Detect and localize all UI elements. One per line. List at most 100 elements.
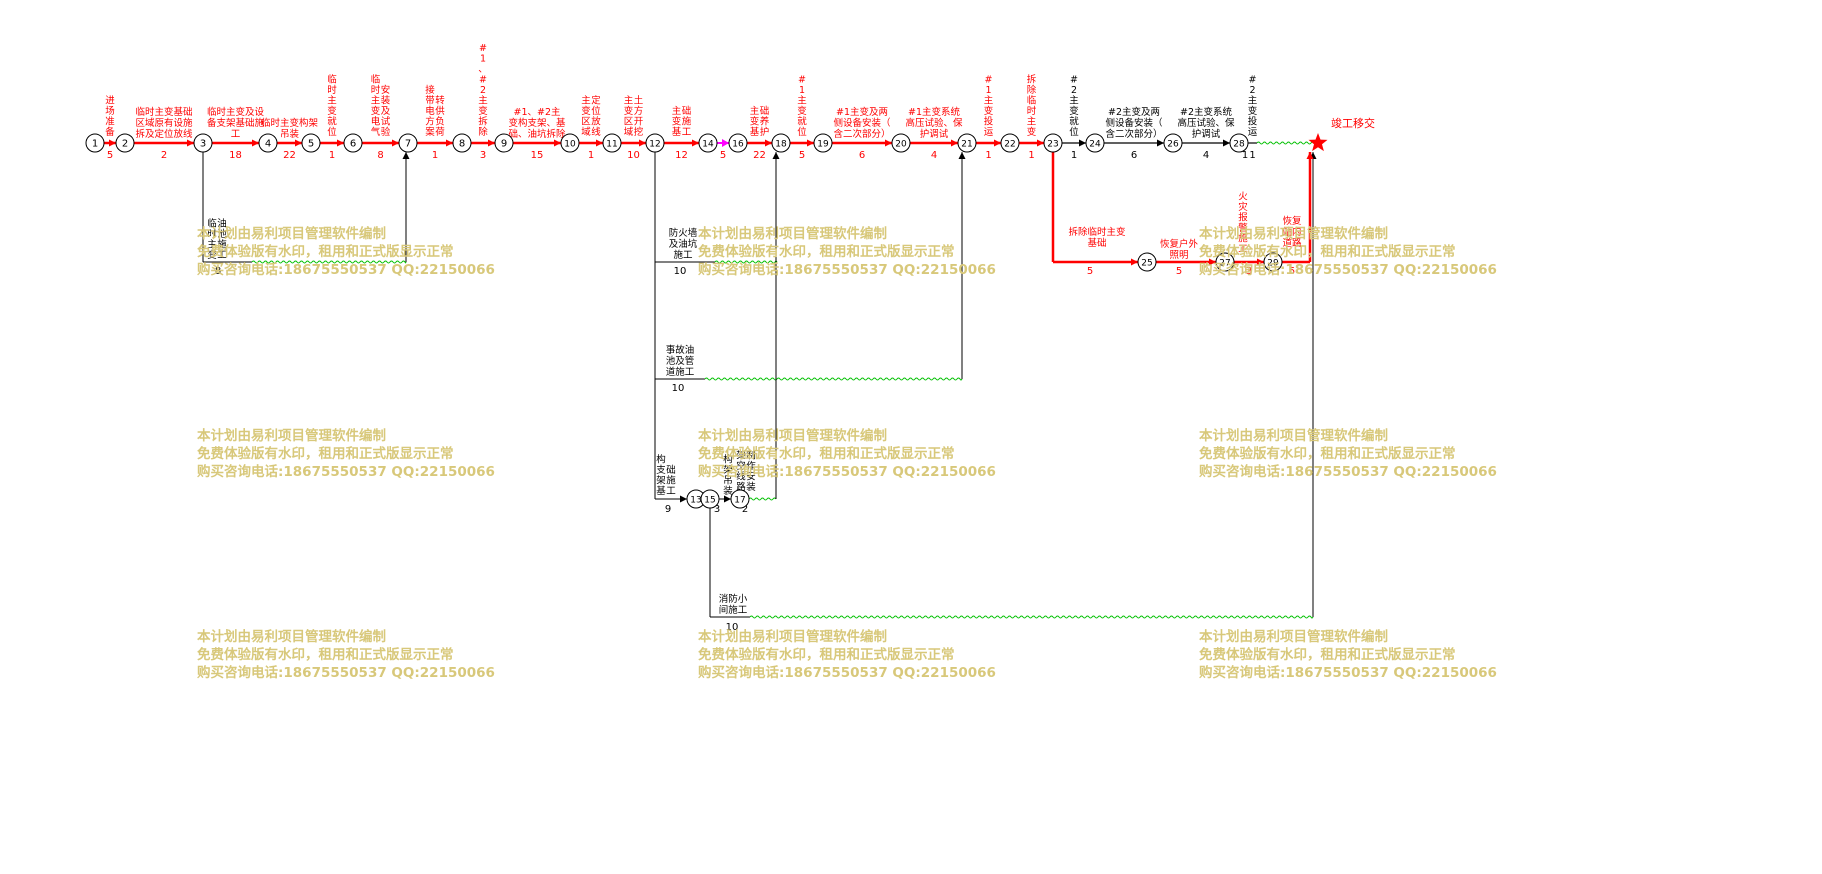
svg-text:临: 临 bbox=[327, 74, 337, 86]
svg-text:准: 准 bbox=[105, 117, 115, 128]
svg-text:6: 6 bbox=[350, 139, 356, 150]
svg-text:区: 区 bbox=[581, 117, 591, 128]
svg-text:及: 及 bbox=[381, 106, 391, 117]
svg-text:#1主变及两: #1主变及两 bbox=[836, 106, 888, 118]
svg-text:23: 23 bbox=[1047, 140, 1058, 150]
svg-text:#1、#2主: #1、#2主 bbox=[513, 106, 560, 118]
svg-text:运: 运 bbox=[1248, 127, 1258, 138]
activity-duration: 1 bbox=[1028, 150, 1034, 161]
svg-text:带: 带 bbox=[425, 96, 435, 107]
svg-text:装: 装 bbox=[381, 95, 391, 107]
node-17[interactable]: 17 bbox=[730, 489, 750, 509]
node-9[interactable]: 9 bbox=[494, 133, 514, 153]
svg-text:消防小: 消防小 bbox=[719, 593, 748, 605]
node-29[interactable]: 29 bbox=[1263, 252, 1283, 272]
node-1[interactable]: 1 bbox=[85, 133, 105, 153]
node-27[interactable]: 27 bbox=[1215, 252, 1235, 272]
watermark-line1: 本计划由易利项目管理软件编制 bbox=[197, 226, 386, 242]
svg-text:基: 基 bbox=[672, 126, 682, 138]
float-line-12-18a bbox=[714, 260, 778, 264]
node-4[interactable]: 4 bbox=[258, 133, 278, 153]
svg-text:区域原有设施: 区域原有设施 bbox=[135, 117, 193, 129]
node-8[interactable]: 8 bbox=[452, 133, 472, 153]
watermark-line3: 购买咨询电话:18675550537 QQ:22150066 bbox=[197, 665, 495, 681]
svg-text:工: 工 bbox=[666, 486, 676, 497]
svg-text:主: 主 bbox=[797, 95, 807, 107]
watermark-line3: 购买咨询电话:18675550537 QQ:22150066 bbox=[698, 665, 996, 681]
svg-text:#: # bbox=[479, 43, 487, 54]
node-19[interactable]: 19 bbox=[813, 133, 833, 153]
svg-text:#: # bbox=[985, 75, 993, 86]
node-14[interactable]: 14 bbox=[698, 133, 718, 153]
float-line-15-end bbox=[749, 615, 1314, 619]
activity-duration: 5 bbox=[1176, 266, 1182, 277]
watermark-line3: 购买咨询电话:18675550537 QQ:22150066 bbox=[197, 262, 495, 278]
svg-text:构: 构 bbox=[723, 454, 733, 466]
node-25[interactable]: 25 bbox=[1137, 252, 1157, 272]
svg-text:9: 9 bbox=[501, 139, 507, 150]
node-28[interactable]: 28 bbox=[1229, 133, 1249, 153]
activity-duration: 4 bbox=[1203, 150, 1209, 161]
node-2[interactable]: 2 bbox=[115, 133, 135, 153]
svg-text:时: 时 bbox=[1027, 105, 1037, 117]
watermark-line1: 本计划由易利项目管理软件编制 bbox=[1199, 428, 1388, 444]
svg-text:2: 2 bbox=[1249, 85, 1255, 96]
svg-text:站内: 站内 bbox=[1282, 226, 1301, 238]
node-20[interactable]: 20 bbox=[891, 133, 911, 153]
activity-duration: 5 bbox=[799, 150, 805, 161]
node-11[interactable]: 11 bbox=[602, 133, 622, 153]
svg-text:开: 开 bbox=[634, 117, 644, 128]
node-7[interactable]: 7 bbox=[398, 133, 418, 153]
activity-duration: 22 bbox=[283, 150, 296, 161]
node-24[interactable]: 24 bbox=[1085, 133, 1105, 153]
activity-duration: 5 bbox=[107, 150, 113, 161]
svg-text:就: 就 bbox=[797, 116, 807, 128]
svg-text:油: 油 bbox=[217, 218, 227, 230]
svg-text:安: 安 bbox=[746, 471, 756, 483]
svg-text:安: 安 bbox=[381, 84, 391, 96]
node-6[interactable]: 6 bbox=[343, 133, 363, 153]
svg-text:临时主变构架: 临时主变构架 bbox=[261, 117, 319, 129]
node-5[interactable]: 5 bbox=[301, 133, 321, 153]
node-3[interactable]: 3 bbox=[193, 133, 213, 153]
node-23[interactable]: 23 bbox=[1043, 133, 1063, 153]
activity-duration: 6 bbox=[1131, 150, 1137, 161]
activity-duration: 3 bbox=[1246, 266, 1252, 277]
svg-text:、: 、 bbox=[478, 64, 488, 75]
watermark-line3: 购买咨询电话:18675550537 QQ:22150066 bbox=[197, 464, 495, 480]
svg-text:施: 施 bbox=[1238, 233, 1248, 245]
svg-text:#: # bbox=[479, 75, 487, 86]
activity-duration: 1 bbox=[1071, 150, 1077, 161]
svg-text:主: 主 bbox=[1027, 116, 1037, 128]
node-26[interactable]: 26 bbox=[1163, 133, 1183, 153]
node-21[interactable]: 21 bbox=[957, 133, 977, 153]
svg-text:吊装: 吊装 bbox=[280, 128, 300, 140]
node-18[interactable]: 18 bbox=[771, 133, 791, 153]
svg-text:变: 变 bbox=[478, 105, 488, 117]
node-10[interactable]: 10 bbox=[560, 133, 580, 153]
float-line-3-7 bbox=[251, 260, 407, 264]
node-22[interactable]: 22 bbox=[1000, 133, 1020, 153]
svg-text:架: 架 bbox=[656, 476, 666, 487]
node-12[interactable]: 12 bbox=[645, 133, 665, 153]
svg-text:基: 基 bbox=[656, 485, 666, 497]
svg-text:拆: 拆 bbox=[1027, 74, 1037, 86]
activity-label: 拆除临时主变 bbox=[1027, 74, 1037, 139]
svg-text:#: # bbox=[1249, 75, 1257, 86]
svg-text:事故油: 事故油 bbox=[666, 344, 695, 356]
watermark: 本计划由易利项目管理软件编制免费体验版有水印，租用和正式版显示正常购买咨询电话:… bbox=[1199, 628, 1497, 682]
svg-text:变: 变 bbox=[371, 105, 381, 117]
node-15[interactable]: 15 bbox=[700, 489, 720, 509]
svg-text:投: 投 bbox=[984, 116, 994, 128]
svg-text:1: 1 bbox=[799, 85, 805, 96]
svg-text:变: 变 bbox=[797, 105, 807, 117]
svg-text:间施工: 间施工 bbox=[719, 604, 748, 616]
node-16[interactable]: 16 bbox=[728, 133, 748, 153]
activity-duration: 9 bbox=[665, 504, 671, 515]
